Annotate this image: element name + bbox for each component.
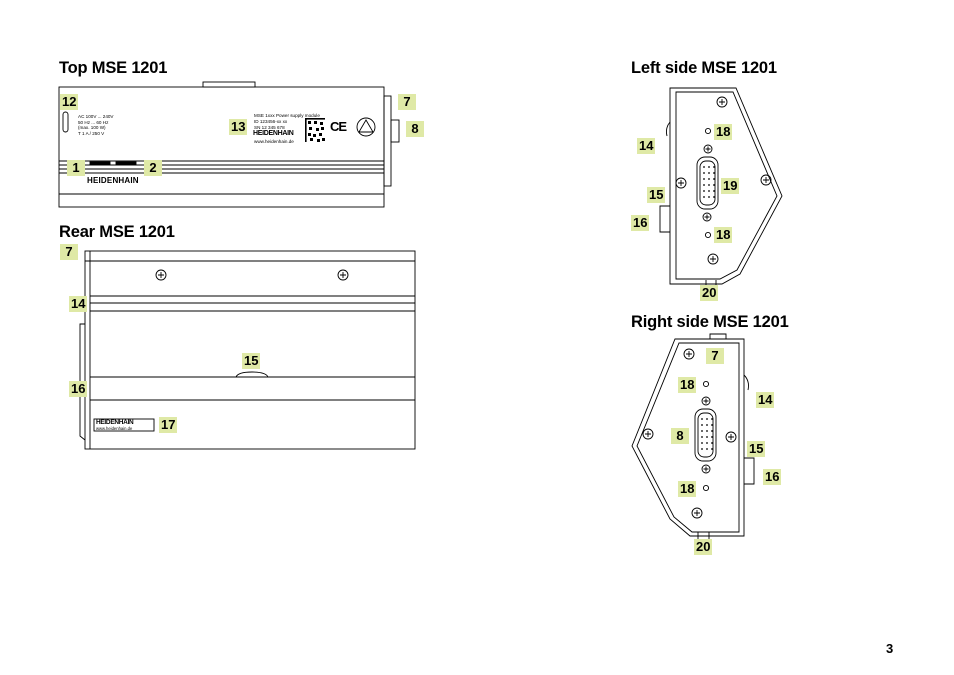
callout-20: 20 [694, 539, 713, 555]
right-side-view-drawing [631, 333, 755, 542]
screw-icon [155, 269, 167, 281]
rating-line: 50 Hz ... 60 Hz [78, 119, 109, 125]
screw-icon [707, 253, 719, 265]
rating-line: AC 100V ... 240V [78, 114, 114, 119]
sub-d-connector-icon [703, 166, 715, 198]
callout-2: 2 [144, 160, 162, 176]
callout-18: 18 [714, 124, 733, 140]
type-plate-line: SN 12 345 678 [254, 125, 285, 130]
callout-8: 8 [406, 121, 424, 137]
screw-icon [702, 212, 712, 222]
type-plate-line: MSE 1xxx Power supply module [254, 113, 320, 118]
callout-14: 14 [69, 296, 88, 312]
callout-15: 15 [747, 441, 766, 457]
callout-13: 13 [229, 119, 248, 135]
callout-16: 16 [631, 215, 650, 231]
screw-icon [675, 177, 687, 189]
top-view-title: Top MSE 1201 [59, 59, 168, 77]
screw-icon [683, 348, 695, 360]
type-plate-brand: HEIDENHAIN [253, 130, 294, 137]
fuse-holder-icon [62, 111, 69, 133]
hole-icon [702, 484, 710, 492]
type-plate: MSE 1xxx Power supply module ID 123456-x… [254, 113, 320, 131]
callout-7: 7 [398, 94, 416, 110]
warning-triangle-icon [356, 117, 376, 137]
top-logo: HEIDENHAIN [87, 176, 139, 185]
callout-20: 20 [700, 285, 719, 301]
screw-icon [716, 96, 728, 108]
hole-icon [702, 380, 710, 388]
screw-icon [337, 269, 349, 281]
rear-label-brand: HEIDENHAIN [96, 419, 134, 426]
screw-icon [725, 431, 737, 443]
rating-line: T 1 A / 250 V [78, 130, 105, 136]
rating-label: AC 100V ... 240V 50 Hz ... 60 Hz (max. 1… [78, 114, 114, 136]
right-side-view-title: Right side MSE 1201 [631, 313, 789, 331]
callout-17: 17 [159, 417, 178, 433]
callout-18: 18 [714, 227, 733, 243]
callout-7: 7 [706, 348, 724, 364]
callout-16: 16 [69, 381, 88, 397]
rear-label-url: www.heidenhain.de [96, 426, 133, 431]
screw-icon [701, 464, 711, 474]
callout-12: 12 [60, 94, 79, 110]
callout-15: 15 [647, 187, 666, 203]
screw-icon [703, 144, 713, 154]
screw-icons [155, 96, 772, 519]
hole-icon [704, 127, 712, 135]
callout-1: 1 [67, 160, 85, 176]
type-plate-line: ID 123456-xx xx [254, 119, 288, 124]
sub-d-connector-icon [701, 418, 713, 450]
screw-icon [691, 507, 703, 519]
ce-mark-icon: CE [330, 119, 347, 134]
screw-icon [701, 396, 711, 406]
warning-triangle-icon [358, 119, 374, 133]
screw-icon [760, 174, 772, 186]
callout-18: 18 [678, 377, 697, 393]
rear-view-title: Rear MSE 1201 [59, 223, 175, 241]
callout-15: 15 [242, 353, 261, 369]
callout-18: 18 [678, 481, 697, 497]
data-matrix-icon [305, 118, 325, 142]
type-plate-url: www.heidenhain.de [254, 139, 294, 144]
callout-7: 7 [60, 244, 78, 260]
hole-icon [704, 231, 712, 239]
callout-14: 14 [756, 392, 775, 408]
screw-icon [642, 428, 654, 440]
callout-16: 16 [763, 469, 782, 485]
page-number: 3 [886, 641, 894, 656]
callout-19: 19 [721, 178, 740, 194]
rating-line: (max. 100 W) [78, 125, 106, 131]
callout-14: 14 [637, 138, 656, 154]
left-side-view-title: Left side MSE 1201 [631, 59, 777, 77]
top-view-drawing [58, 81, 400, 208]
callout-8: 8 [671, 428, 689, 444]
